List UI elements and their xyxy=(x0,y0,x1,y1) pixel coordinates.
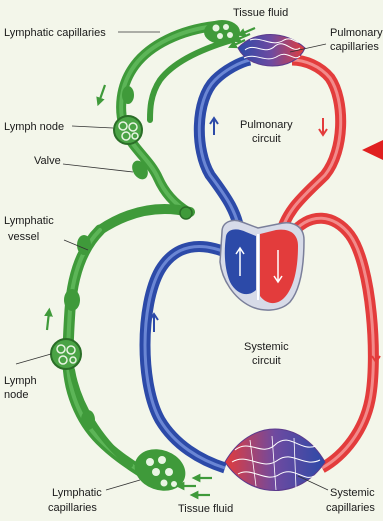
valve-bulge xyxy=(64,289,80,311)
label-lymph-node-bottom-1: Lymph xyxy=(4,375,37,387)
label-systemic-circuit-2: circuit xyxy=(252,355,281,367)
label-pulmonary-circuit-1: Pulmonary xyxy=(240,119,293,131)
leader-line xyxy=(16,354,51,364)
pointer-icon xyxy=(362,140,383,160)
lymphatic-capillary-bed-top xyxy=(204,20,240,44)
pulmonary-artery xyxy=(199,60,250,240)
heart xyxy=(220,220,304,310)
label-lymphatic-capillaries-top: Lymphatic capillaries xyxy=(4,27,106,39)
lymph-junction-node xyxy=(180,207,192,219)
label-lymphatic-vessel-2: vessel xyxy=(8,231,39,243)
lymph-junction xyxy=(100,209,190,230)
lymph-arrow xyxy=(99,85,105,102)
leader-line xyxy=(106,480,140,490)
leader-line xyxy=(63,164,133,172)
valve-bulge xyxy=(122,86,134,104)
label-systemic-capillaries-2: capillaries xyxy=(326,502,375,514)
label-tissue-fluid-bottom: Tissue fluid xyxy=(178,503,233,515)
lymph-node-lower xyxy=(51,339,81,369)
label-lymph-node-bottom-2: node xyxy=(4,389,28,401)
valve-bulge xyxy=(81,410,95,430)
label-pulmonary-circuit-2: circuit xyxy=(252,133,281,145)
lymph-arrow xyxy=(241,28,255,34)
pulmonary-flow-arrow-up xyxy=(210,118,218,135)
label-lymphatic-capillaries-bottom-1: Lymphatic xyxy=(52,487,102,499)
lymph-arrow xyxy=(47,312,49,330)
pulmonary-flow-arrow-down xyxy=(319,118,327,135)
pulmonary-vein xyxy=(280,60,341,238)
label-lymphatic-vessel-1: Lymphatic xyxy=(4,215,54,227)
label-lymphatic-capillaries-bottom-2: capillaries xyxy=(48,502,97,514)
lymph-node-upper xyxy=(114,116,142,144)
label-pulmonary-capillaries-1: Pulmonary xyxy=(330,27,383,39)
systemic-vein xyxy=(145,247,232,468)
label-tissue-fluid-top: Tissue fluid xyxy=(233,7,288,19)
label-lymph-node-top: Lymph node xyxy=(4,121,64,133)
label-valve: Valve xyxy=(34,155,61,167)
labels: Tissue fluid Lymphatic capillaries Pulmo… xyxy=(4,7,383,515)
label-systemic-circuit-1: Systemic xyxy=(244,341,289,353)
leader-line xyxy=(72,126,113,128)
valve-bulge xyxy=(77,235,91,255)
label-pulmonary-capillaries-2: capillaries xyxy=(330,41,379,53)
label-systemic-capillaries-1: Systemic xyxy=(330,487,375,499)
